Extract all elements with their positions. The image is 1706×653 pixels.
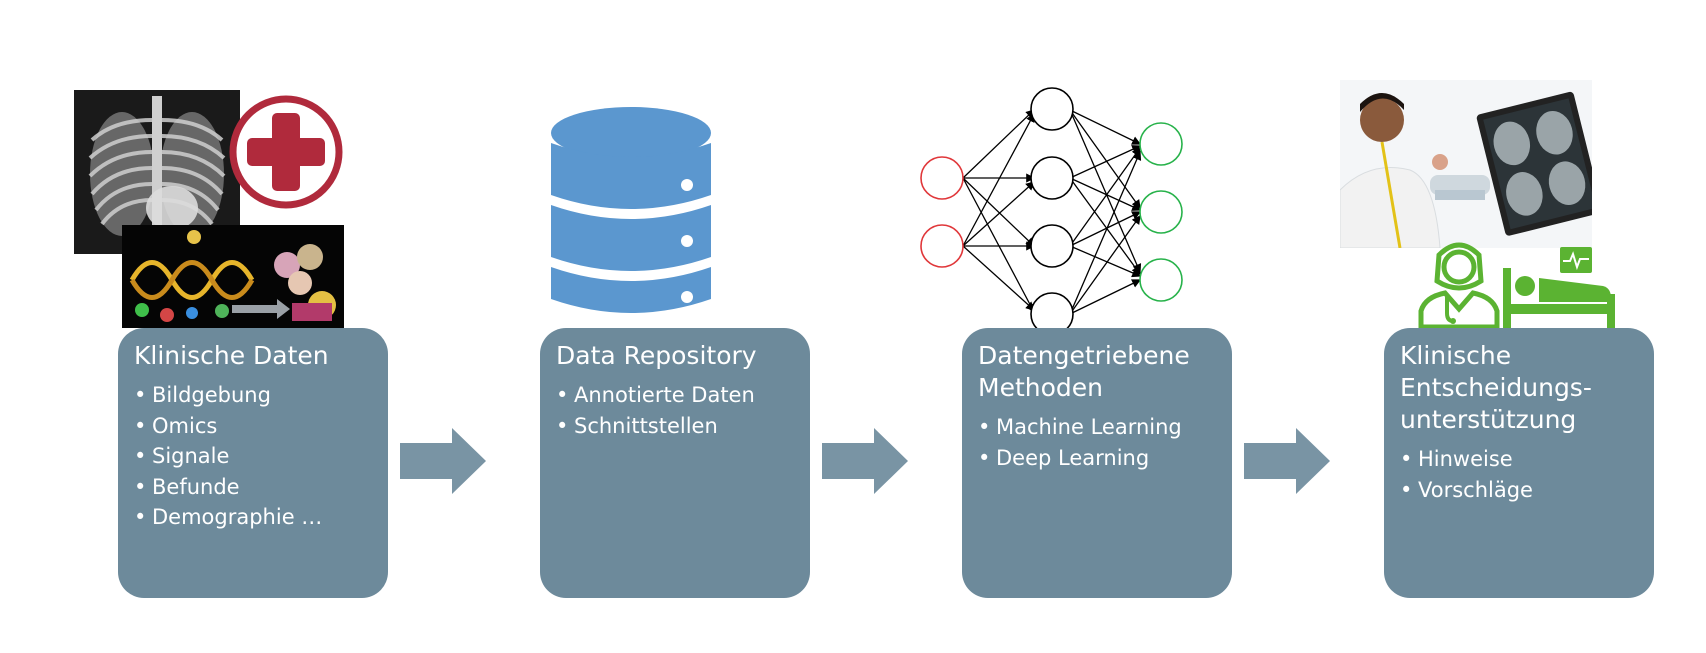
xray-image-icon bbox=[74, 90, 240, 254]
list-item: Annotierte Daten bbox=[556, 380, 794, 411]
stage-item-list: Hinweise Vorschläge bbox=[1400, 444, 1638, 505]
list-item: Deep Learning bbox=[978, 443, 1216, 474]
list-item: Hinweise bbox=[1400, 444, 1638, 475]
stage-box-data-repository: Data Repository Annotierte Daten Schnitt… bbox=[540, 328, 810, 598]
list-item: Machine Learning bbox=[978, 412, 1216, 443]
flow-arrow-icon bbox=[400, 428, 486, 494]
doctor-photo bbox=[1340, 80, 1592, 248]
genomics-image-icon bbox=[122, 225, 344, 328]
stage-title: Klinische Entscheidungs- unterstützung bbox=[1400, 341, 1592, 434]
heart-monitor-icon bbox=[1560, 247, 1592, 273]
list-item: Befunde bbox=[134, 472, 372, 503]
doctor-icon bbox=[1418, 242, 1500, 330]
medical-cross-icon bbox=[229, 95, 343, 209]
stage-box-data-driven-methods: Datengetriebene Methoden Machine Learnin… bbox=[962, 328, 1232, 598]
stage-title: Data Repository bbox=[556, 341, 757, 370]
flow-arrow-icon bbox=[822, 428, 908, 494]
stage-item-list: Machine Learning Deep Learning bbox=[978, 412, 1216, 473]
list-item: Vorschläge bbox=[1400, 475, 1638, 506]
stage-box-decision-support: Klinische Entscheidungs- unterstützung H… bbox=[1384, 328, 1654, 598]
stage-box-clinical-data: Klinische Daten Bildgebung Omics Signale… bbox=[118, 328, 388, 598]
flow-arrow-icon bbox=[1244, 428, 1330, 494]
stage-title: Datengetriebene Methoden bbox=[978, 341, 1190, 402]
list-item: Bildgebung bbox=[134, 380, 372, 411]
list-item: Schnittstellen bbox=[556, 411, 794, 442]
list-item: Signale bbox=[134, 441, 372, 472]
stage-title: Klinische Daten bbox=[134, 341, 329, 370]
hospital-bed-icon bbox=[1503, 268, 1615, 328]
database-icon bbox=[551, 107, 711, 313]
list-item: Demographie … bbox=[134, 502, 372, 533]
list-item: Omics bbox=[134, 411, 372, 442]
stage-item-list: Bildgebung Omics Signale Befunde Demogra… bbox=[134, 380, 372, 533]
neural-network-icon bbox=[920, 87, 1183, 332]
stage-item-list: Annotierte Daten Schnittstellen bbox=[556, 380, 794, 441]
